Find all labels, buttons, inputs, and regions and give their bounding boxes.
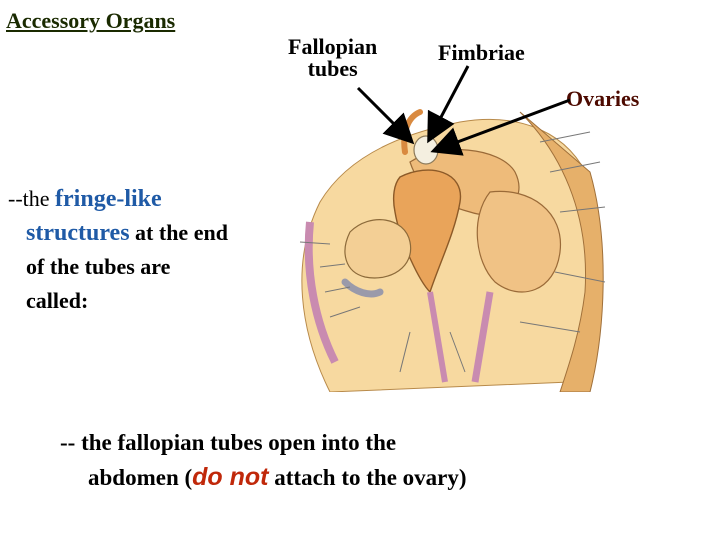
ovaries-label: Ovaries [566, 86, 640, 111]
page-title: Accessory Organs [6, 8, 176, 33]
ovaries-arrow [430, 98, 571, 156]
fallopian-label-line2: tubes [307, 56, 358, 81]
fimbriae-arrow [427, 65, 470, 144]
question-text: --the fringe-like structures at the end … [8, 182, 298, 318]
pubic-bone-shape [341, 278, 384, 298]
highlight-structures: structures [26, 220, 130, 246]
fallopian-label-line1: Fallopian [288, 34, 378, 59]
fimbriae-label: Fimbriae [438, 40, 525, 65]
fallopian-tubes-label: Fallopian tubes [288, 36, 377, 80]
uterus-shape [392, 169, 462, 294]
pelvis-anatomy-illustration [299, 109, 606, 392]
question-line4: called: [26, 288, 89, 313]
highlight-fringe-like: fringe-like [55, 186, 162, 212]
vagina-shape [427, 291, 448, 383]
leader-lines [299, 131, 606, 373]
question-rest: at the end [129, 220, 228, 245]
note-text: -- the fallopian tubes open into the abd… [60, 426, 467, 495]
question-line2: structures at the end [8, 216, 298, 250]
question-line1: --the fringe-like [8, 182, 298, 216]
bladder-shape [344, 219, 412, 279]
abdominal-wall-shape [304, 221, 339, 364]
question-prefix: --the [8, 186, 56, 211]
colon-shape [476, 190, 562, 293]
note-line2-end: attach to the ovary) [268, 465, 467, 490]
question-line3: of the tubes are [26, 254, 171, 279]
note-line1: -- the fallopian tubes open into the [60, 430, 397, 455]
note-line2: abdomen (do not attach to the ovary) [60, 460, 467, 495]
note-line2-start: abdomen ( [88, 465, 193, 490]
fallopian-arrow [356, 86, 415, 145]
note-emphasis: do not [192, 463, 269, 491]
rectum-shape [471, 291, 494, 383]
sacrum-shape [519, 111, 604, 392]
